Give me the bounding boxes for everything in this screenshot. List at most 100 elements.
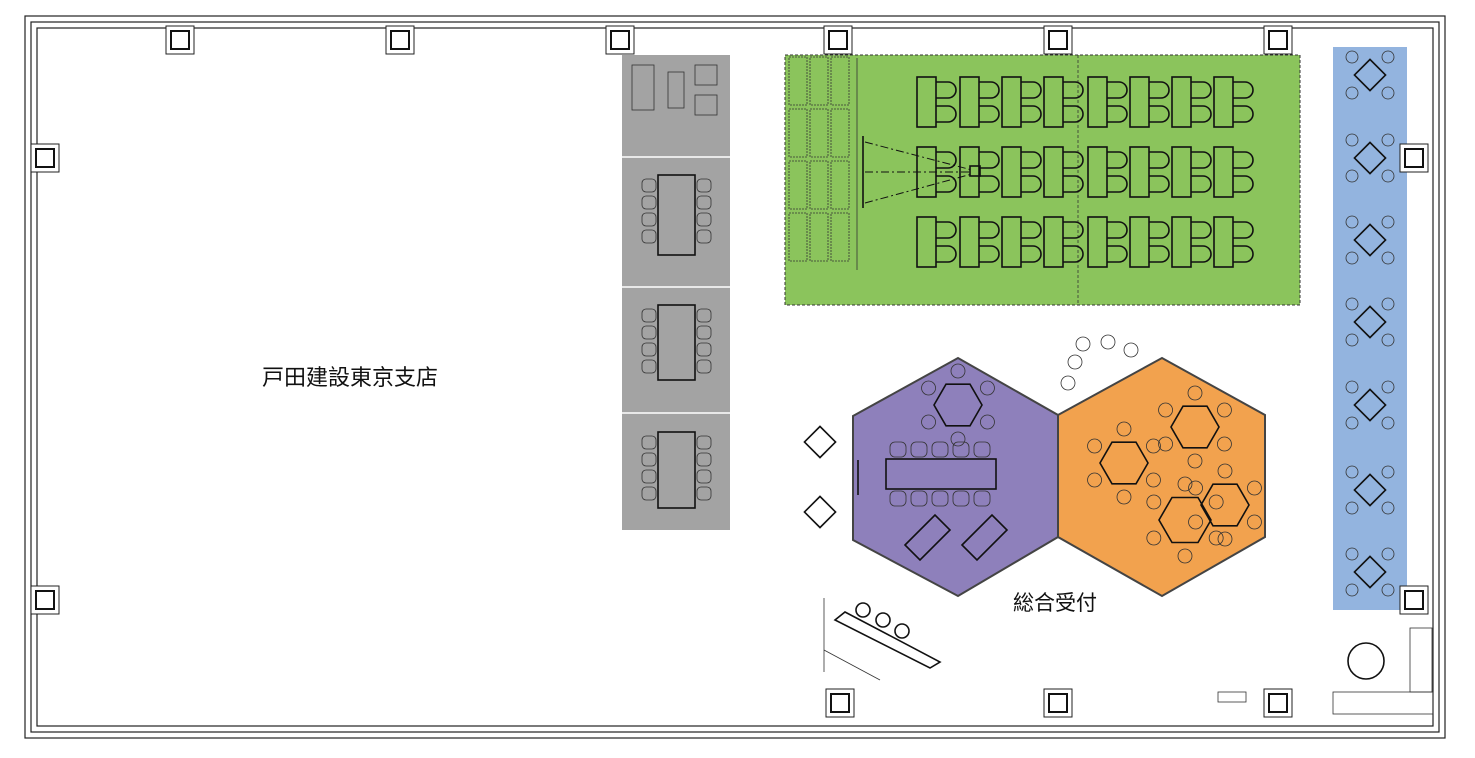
chair — [696, 452, 712, 467]
sofa — [1409, 627, 1433, 693]
chair — [936, 151, 957, 169]
chair — [1345, 251, 1359, 265]
chair — [1146, 530, 1162, 546]
chair — [921, 380, 936, 396]
chair — [950, 363, 966, 379]
hex-table — [1158, 496, 1212, 544]
desk — [1213, 76, 1234, 128]
chair — [1063, 221, 1084, 239]
meeting-table — [657, 431, 696, 509]
meeting-rooms-zone — [622, 55, 730, 530]
chair — [1208, 494, 1224, 510]
chair — [1021, 151, 1042, 169]
stool — [1100, 334, 1116, 350]
chair — [950, 431, 966, 447]
stool — [1067, 354, 1083, 370]
desk — [1043, 146, 1064, 198]
lounge-table — [803, 495, 837, 529]
chair — [1345, 50, 1359, 64]
lounge-strip-zone — [1333, 47, 1407, 610]
chair — [1345, 169, 1359, 183]
chair — [1146, 438, 1161, 454]
chair — [1345, 133, 1359, 147]
chair — [1345, 501, 1359, 515]
lounge-table — [1353, 58, 1387, 92]
chair — [1087, 472, 1102, 488]
hex-table — [1200, 483, 1250, 527]
outer-walls — [24, 15, 1446, 739]
chair — [1021, 221, 1042, 239]
chair — [1187, 453, 1203, 469]
chair — [1345, 380, 1359, 394]
chair — [1021, 245, 1042, 263]
chair — [696, 195, 712, 210]
reception-label: 総合受付 — [1013, 591, 1097, 615]
chair — [1191, 245, 1212, 263]
chair — [1158, 436, 1173, 452]
locker — [788, 108, 808, 158]
chair — [1107, 245, 1128, 263]
desk — [1129, 216, 1150, 268]
lounge-table — [1353, 555, 1387, 589]
coffee-table — [667, 71, 685, 109]
chair — [979, 151, 1000, 169]
chair — [1149, 151, 1170, 169]
column — [1268, 30, 1288, 50]
chair — [980, 414, 995, 430]
chair — [1381, 501, 1395, 515]
chair — [979, 245, 1000, 263]
meeting-table — [657, 174, 696, 256]
chair — [1381, 169, 1395, 183]
round-table — [1347, 642, 1385, 680]
office-label: 戸田建設東京支店 — [262, 366, 438, 391]
projector — [969, 165, 981, 177]
chair — [936, 105, 957, 123]
chair — [696, 212, 712, 227]
chair — [1191, 175, 1212, 193]
vent — [1217, 691, 1247, 703]
columns — [30, 25, 1429, 718]
column — [610, 30, 630, 50]
desk — [1171, 76, 1192, 128]
desk — [1001, 76, 1022, 128]
chair — [1107, 105, 1128, 123]
chair — [1247, 480, 1262, 496]
chair — [1345, 86, 1359, 100]
chair — [641, 178, 657, 193]
trapezoid-table — [960, 513, 1009, 562]
chair — [1233, 81, 1254, 99]
chair — [641, 195, 657, 210]
hex-table — [1099, 441, 1149, 485]
locker — [830, 160, 850, 210]
column — [1048, 693, 1068, 713]
desk — [1001, 216, 1022, 268]
chair — [1233, 175, 1254, 193]
meeting-room-dividers — [622, 156, 730, 414]
column — [1268, 693, 1288, 713]
desk — [1129, 76, 1150, 128]
chair — [696, 469, 712, 484]
lounge-table — [1353, 141, 1387, 175]
lounge-table — [803, 425, 837, 459]
chair — [641, 308, 657, 323]
chair — [1381, 465, 1395, 479]
chair — [1381, 86, 1395, 100]
sofa — [1332, 691, 1434, 715]
chair — [1107, 221, 1128, 239]
chair — [1217, 463, 1233, 479]
chair — [936, 245, 957, 263]
chair — [1063, 151, 1084, 169]
chair — [1191, 105, 1212, 123]
desk — [959, 146, 980, 198]
chair — [1381, 333, 1395, 347]
chair — [1217, 436, 1232, 452]
desk — [959, 76, 980, 128]
chair — [696, 342, 712, 357]
desk — [1043, 76, 1064, 128]
chair — [1021, 105, 1042, 123]
chair — [1217, 531, 1233, 547]
chair — [910, 490, 928, 507]
sofa — [631, 64, 655, 111]
chair — [641, 229, 657, 244]
